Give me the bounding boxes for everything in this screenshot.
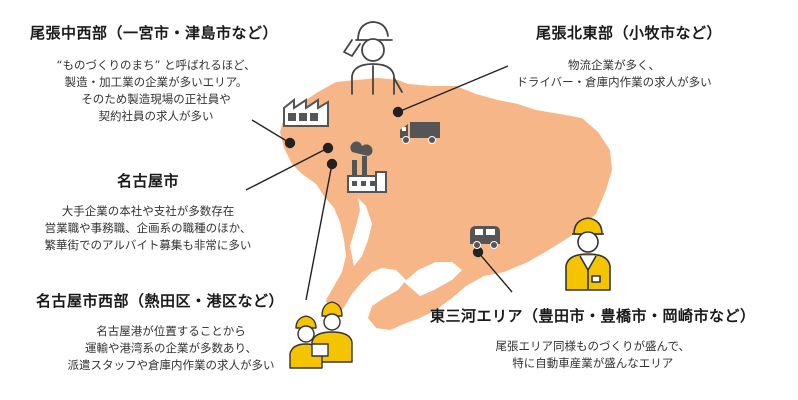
worker-saluting-icon xyxy=(343,21,403,95)
van-icon xyxy=(470,226,500,249)
region-description: “ものづくりのまち” と呼ばれるほど、 製造・加工業の企業が多いエリア。 そのた… xyxy=(56,58,256,123)
leader-lines xyxy=(245,65,513,301)
truck-icon xyxy=(400,122,440,144)
region-title: 名古屋市西部（熱田区・港区など） xyxy=(36,292,285,310)
region-higashi-mikawa: 東三河エリア（豊田市・豊橋市・岡崎市など） 尾張エリア同様ものづくりが盛んで、 … xyxy=(430,305,756,372)
region-description: 物流企業が多く、 ドライバー・倉庫内作業の求人が多い xyxy=(516,58,712,89)
factory-icon xyxy=(283,97,329,127)
workers-tablet-icon xyxy=(289,301,353,369)
region-description: 名古屋港が位置することから 運輸や港湾系の企業が多数あり、 派遣スタッフや倉庫内… xyxy=(67,324,275,372)
region-nagoya: 名古屋市 大手企業の本社や支社が多数存在 営業職や事務職、企画系の職種のほか、 … xyxy=(32,170,264,254)
aichi-prefecture-land xyxy=(280,78,612,330)
region-title: 尾張中西部（一宮市・津島市など） xyxy=(30,24,279,42)
region-owari-northeast: 尾張北東部（小牧市など） 物流企業が多く、 ドライバー・倉庫内作業の求人が多い xyxy=(516,22,723,91)
region-title: 東三河エリア（豊田市・豊橋市・岡崎市など） xyxy=(430,307,756,325)
smokestack-factory-icon xyxy=(347,141,387,193)
region-description: 大手企業の本社や支社が多数存在 営業職や事務職、企画系の職種のほか、 繁華街での… xyxy=(44,204,252,252)
mikawa-bay-inlet xyxy=(404,262,462,296)
region-title: 名古屋市 xyxy=(116,172,179,190)
region-owari-central-west: 尾張中西部（一宮市・津島市など） “ものづくりのまち” と呼ばれるほど、 製造・… xyxy=(30,22,278,125)
ise-bay-inlet xyxy=(350,198,372,266)
region-title: 尾張北東部（小牧市など） xyxy=(536,24,723,42)
region-description: 尾張エリア同様ものづくりが盛んで、 特に自動車産業が盛んなエリア xyxy=(495,339,690,370)
worker-yellow-icon xyxy=(565,217,611,291)
region-nagoya-west: 名古屋市西部（熱田区・港区など） 名古屋港が位置することから 運輸や港湾系の企業… xyxy=(36,290,284,374)
